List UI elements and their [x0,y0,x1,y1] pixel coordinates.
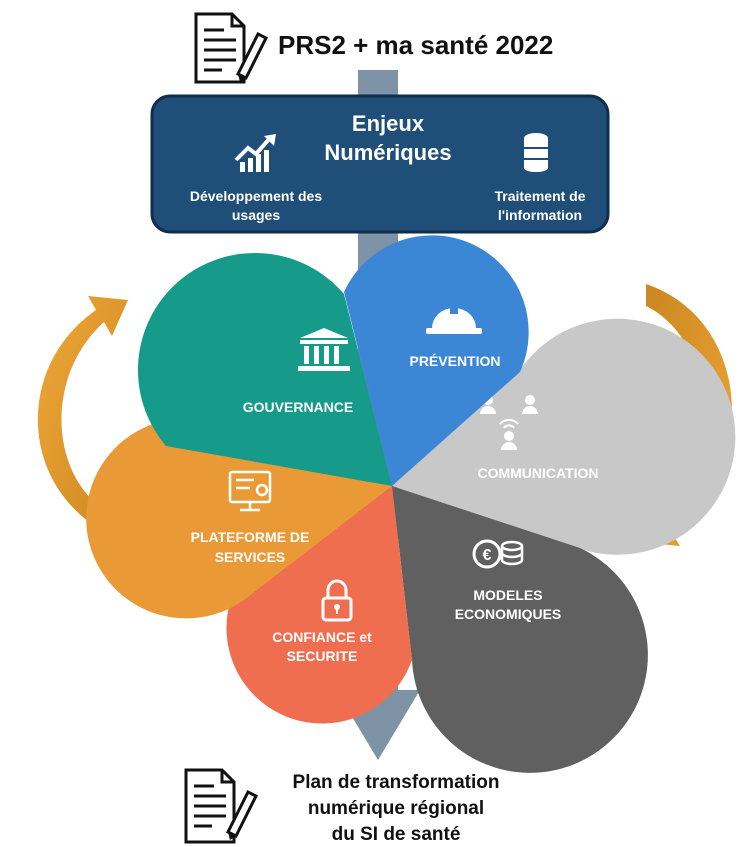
enjeux-title-line2: Numériques [324,140,451,165]
petal-confiance-label-line2: SECURITE [287,648,358,664]
petal-communication-label: COMMUNICATION [477,465,598,481]
petal-gouvernance[interactable]: GOUVERNANCE [137,252,392,486]
petal-plateforme-label-line1: PLATEFORME DE [191,529,310,545]
enjeux-title-line1: Enjeux [352,111,425,136]
enjeux-right-label-line2: l'information [498,207,582,223]
top-document-icon [194,12,269,84]
euro-coins-icon: € [472,539,524,569]
enjeux-right-label-line1: Traitement de [494,188,585,204]
enjeux-left-label-line1: Développement des [190,188,322,204]
petal-confiance[interactable]: CONFIANCE et SECURITE [226,486,412,724]
petal-gouvernance-label: GOUVERNANCE [243,399,353,415]
bottom-line2: numérique régional [308,798,484,819]
petal-modeles-label-line1: MODELES [473,587,542,603]
petal-prevention[interactable]: PRÉVENTION [344,235,529,486]
enjeux-left-label-line2: usages [232,207,280,223]
petal-confiance-label-line1: CONFIANCE et [272,629,372,645]
padlock-icon [321,579,353,622]
petal-modeles[interactable]: € MODELES ECONOMIQUES [392,486,648,773]
bank-icon [298,328,350,371]
database-icon [524,133,548,172]
top-title: PRS2 + ma santé 2022 [278,30,553,60]
svg-text:€: € [483,547,492,564]
petal-plateforme-label-line2: SERVICES [215,549,286,565]
bottom-line1: Plan de transformation [293,772,500,793]
growth-chart-icon [234,134,276,172]
bottom-line3: du SI de santé [332,824,461,845]
petal-modeles-label-line2: ECONOMIQUES [455,606,562,622]
platform-screen-icon [228,470,272,512]
bottom-document-icon [184,768,259,844]
cycle-arrow-left [37,296,128,540]
petal-prevention-label: PRÉVENTION [409,353,500,369]
enjeux-box: Enjeux Numériques Développement des usag… [150,94,610,234]
hard-hat-icon [426,302,482,334]
